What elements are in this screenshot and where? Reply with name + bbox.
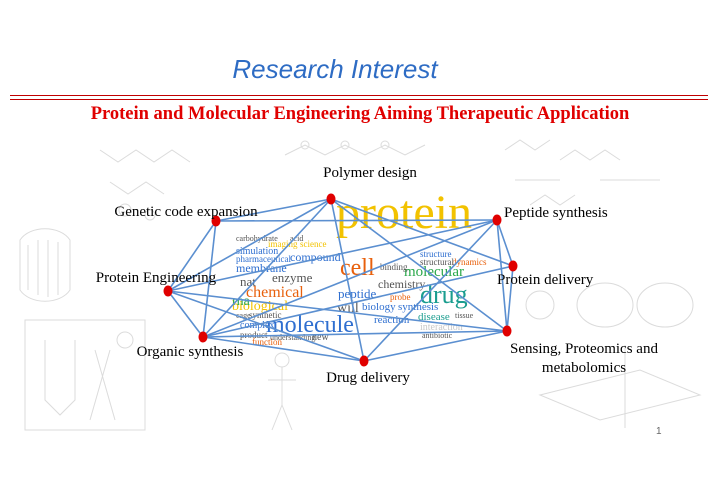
edge-polymer-delivery xyxy=(330,198,514,267)
edge-drug-sensing xyxy=(363,330,508,362)
word-cloud-word: understanding xyxy=(270,333,315,342)
node-label-delivery: Protein delivery xyxy=(497,272,594,288)
word-cloud-word: enzyme xyxy=(272,270,313,285)
edge-proteng-organic xyxy=(167,290,204,338)
word-cloud-word: molecular xyxy=(404,264,464,280)
word-cloud-word: complex xyxy=(240,320,274,331)
reaction-scheme-icon xyxy=(504,139,660,206)
word-cloud-word: dynamics xyxy=(452,257,487,267)
edge-genetic-organic xyxy=(202,220,217,338)
word-cloud-word: synthetic xyxy=(249,310,282,320)
edge-genetic-proteng xyxy=(167,220,217,292)
edge-organic-sensing xyxy=(202,330,508,338)
word-cloud-word: chemistry xyxy=(378,277,425,291)
node-label-proteng: Protein Engineering xyxy=(96,270,217,286)
node-label-peptide: Peptide synthesis xyxy=(504,205,608,221)
ball-and-stick-icon xyxy=(284,140,426,156)
edge-organic-delivery xyxy=(202,265,514,338)
word-cloud-word: carbohydrate xyxy=(236,234,278,243)
cell-diagram-icon xyxy=(525,282,694,328)
title-rule-bottom xyxy=(10,99,708,100)
node-delivery xyxy=(508,260,518,272)
node-polymer xyxy=(326,193,336,205)
word-cloud-word: tissue xyxy=(455,311,474,320)
edge-polymer-proteng xyxy=(167,198,332,292)
word-cloud-word: binding xyxy=(380,262,408,272)
word-cloud-word: product xyxy=(240,330,268,340)
node-peptide xyxy=(492,214,502,226)
omics-levels-icon xyxy=(538,345,702,428)
word-cloud-word: protein xyxy=(336,186,472,239)
node-drug xyxy=(359,355,369,367)
word-cloud-word: pharmaceutical xyxy=(236,254,291,264)
background-illustrations xyxy=(19,139,702,431)
network-edges xyxy=(167,198,514,362)
word-cloud-word: interaction xyxy=(420,322,463,333)
node-sensing xyxy=(502,325,512,337)
edge-polymer-genetic xyxy=(215,198,332,222)
edge-proteng-drug xyxy=(167,290,365,362)
edge-organic-drug xyxy=(202,336,365,362)
edge-proteng-peptide xyxy=(167,219,498,292)
word-cloud-word: peptide xyxy=(338,286,376,301)
lab-equipment-icon xyxy=(24,319,146,431)
edge-delivery-sensing xyxy=(506,265,514,332)
word-cloud-word: disease xyxy=(418,311,450,323)
word-cloud: proteincelldrugmoleculemolecularchemical… xyxy=(232,186,487,347)
word-cloud-word: antibiotic xyxy=(422,331,453,340)
edge-polymer-organic xyxy=(202,198,332,338)
word-cloud-word: cage xyxy=(236,311,251,320)
word-cloud-word: biology xyxy=(362,301,396,313)
word-cloud-word: probe xyxy=(390,292,411,302)
node-genetic xyxy=(211,215,221,227)
word-cloud-word: nat xyxy=(240,274,256,289)
edge-proteng-sensing xyxy=(167,290,508,332)
word-cloud-word: structure xyxy=(420,249,452,259)
page-number: 1 xyxy=(656,426,662,437)
word-cloud-word: structural xyxy=(420,257,454,267)
edge-peptide-sensing xyxy=(496,219,508,332)
node-label-drug: Drug delivery xyxy=(326,370,410,386)
slide-title: Research Interest xyxy=(232,54,438,84)
slide-subtitle: Protein and Molecular Engineering Aiming… xyxy=(90,104,630,124)
edge-drug-peptide xyxy=(363,219,498,362)
node-label-genetic: Genetic code expansion xyxy=(114,204,258,220)
node-organic xyxy=(198,331,208,343)
word-cloud-word: new xyxy=(312,332,329,343)
word-cloud-word: science xyxy=(300,239,326,249)
node-label-organic: Organic synthesis xyxy=(137,344,244,360)
word-cloud-word: imaging xyxy=(268,239,298,249)
word-cloud-word: chemical xyxy=(246,284,304,301)
node-label-polymer: Polymer design xyxy=(323,165,417,181)
protein-barrel-icon xyxy=(19,228,71,302)
molecule-sketch-icon xyxy=(99,149,191,221)
word-cloud-word: simulation xyxy=(236,246,278,257)
title-rule-top xyxy=(10,95,708,96)
word-cloud-word: membrane xyxy=(236,261,287,275)
word-cloud-word: acid xyxy=(290,234,303,243)
node-proteng xyxy=(163,285,173,297)
word-cloud-word: synthesis xyxy=(398,301,438,313)
human-figure-icon xyxy=(268,352,296,431)
word-cloud-word: rna xyxy=(232,294,251,309)
edge-organic-peptide xyxy=(202,219,498,338)
edge-genetic-peptide xyxy=(215,219,498,222)
edge-peptide-delivery xyxy=(496,219,514,267)
word-cloud-word: function xyxy=(252,337,282,347)
network-nodes xyxy=(163,193,518,367)
word-cloud-word: compound xyxy=(290,250,341,264)
